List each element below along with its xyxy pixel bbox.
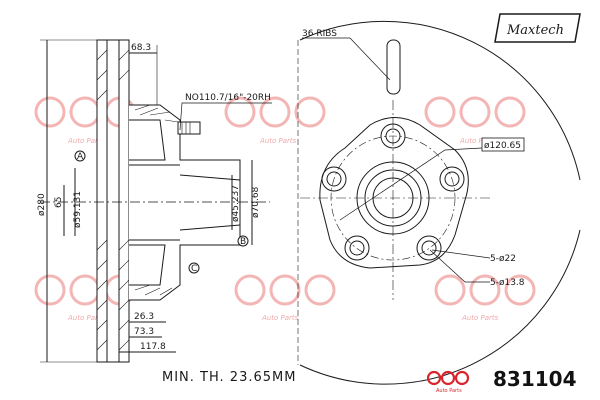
dim-bore-diameter: ø59.131: [73, 191, 83, 228]
bolt-circle-box: [481, 137, 525, 152]
watermark-text: Auto Parts: [259, 137, 297, 145]
qos-logo-sub: Auto Parts: [436, 388, 462, 394]
watermark-text: Auto Parts: [67, 314, 105, 322]
rib-slot: [386, 39, 401, 95]
watermark-logo: [234, 274, 336, 306]
holes-small-label: 5-ø13.8: [490, 278, 525, 288]
datum-b-label: B: [240, 237, 246, 247]
datum-a-marker: [74, 150, 86, 162]
thread-note: NO110.7/16"-20RH: [185, 93, 271, 103]
watermark-text: Auto Parts: [67, 137, 105, 145]
disc-inner-wall: [118, 39, 130, 363]
bolt-holes: [321, 123, 465, 261]
wheel-stud: [177, 121, 201, 135]
min-thickness-note: MIN. TH. 23.65MM: [162, 370, 296, 385]
dim-26-3: 26.3: [134, 312, 154, 322]
dim-outer-diameter: ø280: [37, 193, 47, 216]
dim-117-8: 117.8: [140, 342, 166, 352]
rotor-outer-edge: [299, 20, 581, 385]
part-number: 831104: [493, 367, 577, 391]
datum-b-marker: [237, 235, 249, 247]
datum-c-label: C: [191, 264, 197, 274]
dim-hat-height: 65: [54, 197, 64, 208]
datum-c-marker: [188, 262, 200, 274]
maxtech-logo-text: Maxtech: [506, 23, 564, 38]
disc-outer-wall: [96, 39, 108, 363]
maxtech-logo: Maxtech: [494, 13, 581, 43]
watermark-logo: [424, 96, 526, 128]
dim-hub-bore-1: ø45.237: [231, 185, 241, 222]
bolt-circle-label: ø120.65: [484, 141, 521, 151]
dim-68-3: 68.3: [131, 43, 151, 53]
ribs-label: 36 RIBS: [302, 29, 337, 39]
watermark-logo: [434, 274, 536, 306]
watermark-text: Auto Parts: [459, 137, 497, 145]
watermark-logo: [224, 96, 326, 128]
hub-hat-section: [129, 104, 241, 301]
watermark-text: Auto Parts: [261, 314, 299, 322]
dim-73-3: 73.3: [134, 327, 154, 337]
datum-markers: A B C: [74, 150, 249, 274]
front-view: [297, 20, 581, 385]
watermark-text: Auto Parts: [461, 314, 499, 322]
holes-large-label: 5-ø22: [490, 254, 516, 264]
qos-logo: Auto Parts: [426, 370, 470, 394]
side-view: [40, 39, 272, 363]
datum-a-label: A: [77, 152, 84, 162]
hub-outline: [319, 117, 469, 269]
dim-hub-bore-2: ø70.68: [251, 186, 261, 218]
